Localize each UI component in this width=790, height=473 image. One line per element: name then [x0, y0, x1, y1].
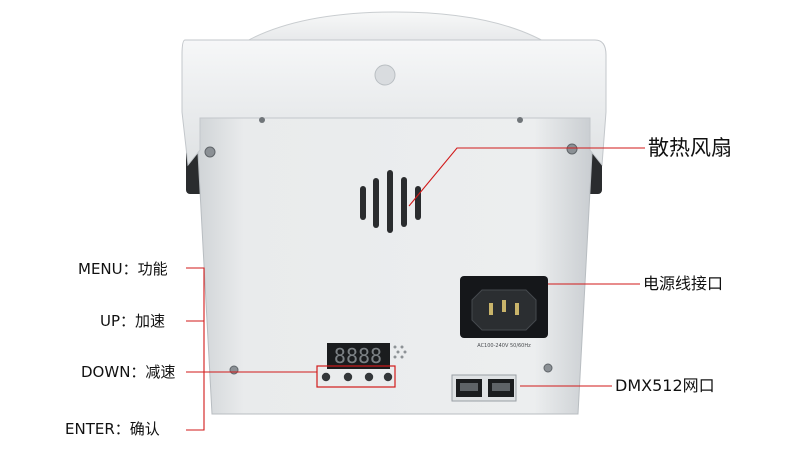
fan-callout: 散热风扇 [648, 136, 732, 160]
enter-callout: ENTER：确认 [65, 420, 160, 438]
menu-callout: MENU：功能 [78, 260, 168, 278]
buttons-bracket-line [186, 267, 205, 431]
button-group-highlight [316, 365, 396, 388]
enter-button[interactable] [383, 372, 393, 382]
power-callout: 电源线接口 [643, 274, 724, 293]
power-rating-label: AC100-240V 50/60Hz [477, 343, 531, 349]
dmx-callout: DMX512网口 [615, 376, 715, 395]
down-button[interactable] [364, 372, 374, 382]
fixture-top-dome [233, 11, 557, 49]
leader-lines [186, 147, 645, 431]
screw-top-right [566, 143, 578, 155]
mounting-bracket [181, 39, 607, 167]
screw-bottom-right [543, 363, 553, 373]
led-display [327, 343, 390, 369]
fan-vent [360, 170, 421, 233]
down-callout: DOWN：减速 [81, 363, 176, 381]
bracket-knob [374, 64, 396, 86]
indicator-dots [393, 345, 407, 359]
screw-bottom-left [229, 365, 239, 375]
dmx-ports [451, 374, 517, 402]
up-button[interactable] [343, 372, 353, 382]
led-display-digits: 8888 [334, 344, 382, 368]
screw-top-left [204, 146, 216, 158]
up-callout: UP：加速 [100, 312, 166, 330]
menu-button[interactable] [321, 372, 331, 382]
fan-leader-line [408, 147, 645, 207]
